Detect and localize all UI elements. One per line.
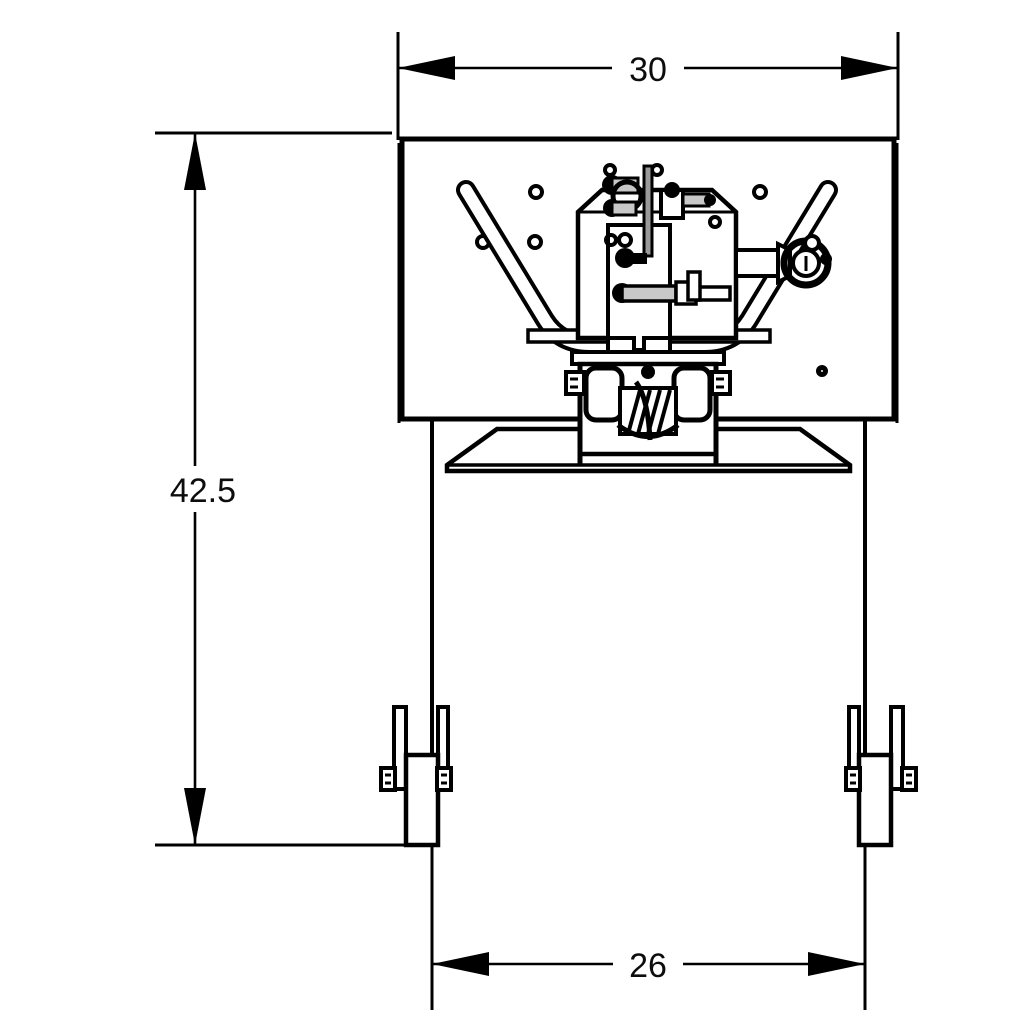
right-caster-assembly xyxy=(844,705,918,848)
arrowhead-left-top xyxy=(398,56,455,80)
housing-foot-left xyxy=(606,336,636,354)
pipe-riser xyxy=(686,270,702,302)
dimension-width-bottom: 26 xyxy=(430,845,867,1010)
dimension-label-width-bottom: 26 xyxy=(629,947,667,985)
dimension-height-left: 42.5 xyxy=(155,131,418,847)
valve-neck xyxy=(734,248,780,278)
arrowhead-right-top xyxy=(841,56,898,80)
housing-hole-icon xyxy=(708,215,722,229)
top-fitting-right xyxy=(659,182,716,220)
vibrator-bolt-left xyxy=(564,370,586,396)
knob-stem xyxy=(629,253,647,264)
arrowhead-left-bottom xyxy=(432,952,489,976)
dimension-label-width-top: 30 xyxy=(629,51,667,89)
vibrator-pad-left xyxy=(583,365,625,423)
left-caster-assembly xyxy=(379,705,453,848)
bolt-head-left xyxy=(564,370,586,396)
faceplate-knob xyxy=(615,248,647,268)
vibrator-pad-right xyxy=(671,365,713,423)
fitting-hole-icon xyxy=(617,232,633,248)
arrowhead-bottom-left xyxy=(184,788,206,845)
top-fitting-left xyxy=(602,175,644,217)
fitting-cap-right xyxy=(664,182,680,198)
bolt-head-right xyxy=(710,370,732,396)
fitting-end-right xyxy=(704,194,716,206)
mounting-hole-icon xyxy=(528,184,544,200)
valve-assembly xyxy=(734,234,832,289)
fitting-body-lower xyxy=(610,200,638,217)
dimension-label-height-left: 42.5 xyxy=(170,472,236,510)
vibrator-bolt-right xyxy=(710,370,732,396)
pipe-segment-a xyxy=(620,284,678,303)
engine-housing-group xyxy=(575,164,832,354)
control-rod xyxy=(642,164,654,258)
lower-pipe-assembly xyxy=(612,270,732,306)
left-axle-nut-outer xyxy=(379,766,397,792)
arrowhead-top-left xyxy=(184,133,206,190)
impeller-shaft xyxy=(633,380,653,441)
right-axle-nut-outer xyxy=(900,766,918,792)
valve-lug xyxy=(803,234,821,252)
right-axle-nut-inner xyxy=(844,766,862,792)
right-wheel xyxy=(856,752,894,848)
fitting-hole-icon xyxy=(604,233,618,247)
left-axle-nut-inner xyxy=(435,766,453,792)
arrowhead-right-bottom xyxy=(808,952,865,976)
mounting-hole-icon xyxy=(527,234,543,250)
center-stud xyxy=(641,365,655,379)
housing-foot-right xyxy=(642,336,672,354)
impeller-block xyxy=(616,380,680,441)
mounting-hole-icon xyxy=(816,365,828,377)
mounting-hole-icon xyxy=(603,163,617,177)
dimension-width-top: 30 xyxy=(396,32,900,140)
impeller-arc xyxy=(616,422,680,439)
vibrator-assembly xyxy=(564,350,732,466)
legs-group xyxy=(430,419,867,845)
left-wheel xyxy=(403,752,441,848)
mounting-hole-icon xyxy=(752,184,768,200)
